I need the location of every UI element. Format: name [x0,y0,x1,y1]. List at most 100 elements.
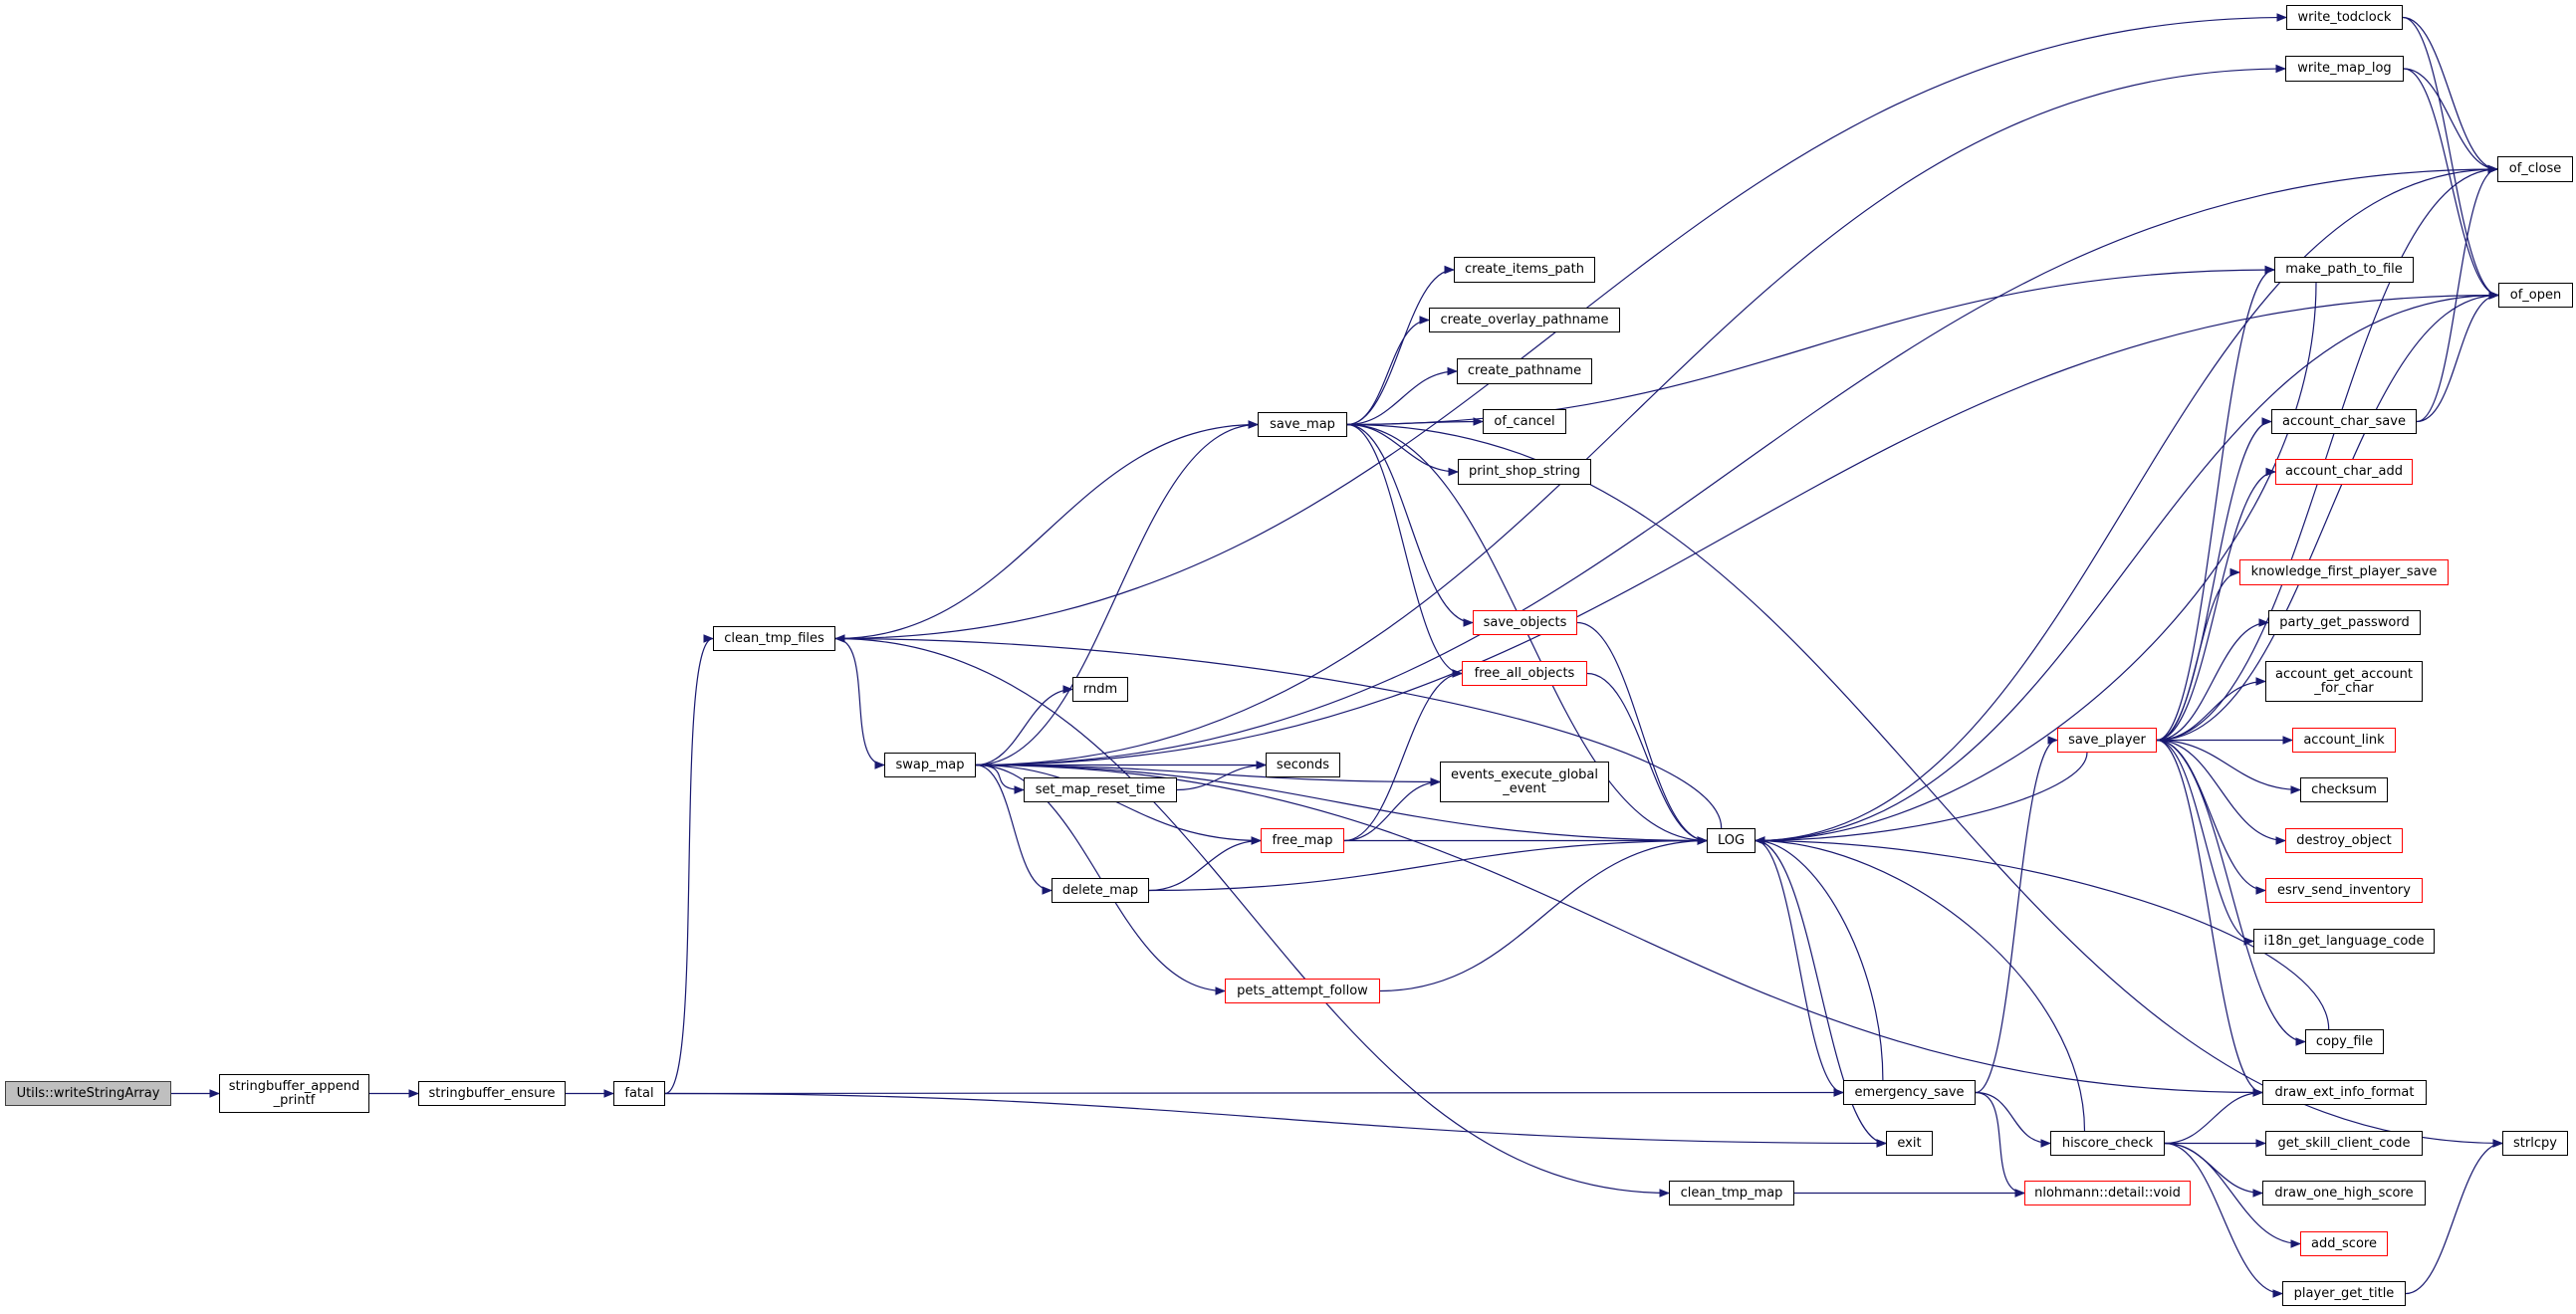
node-save-objects[interactable]: save_objects [1473,610,1577,635]
edge-save_player-to-of_close [2156,164,2499,742]
edge-fatal-to-exit [664,1092,1888,1148]
edge-copy_file-to-LOG [1754,836,2330,1030]
node-esrv-send-inventory[interactable]: esrv_send_inventory [2265,878,2423,903]
node-player-get-title[interactable]: player_get_title [2282,1281,2406,1306]
edge-save_objects-to-LOG [1576,621,1709,845]
edge-write_map_log-to-of_open [2403,68,2500,300]
edge-pets_attempt_follow-to-LOG [1379,836,1709,992]
node-free-all-objects[interactable]: free_all_objects [1462,661,1587,686]
edge-fatal-to-clean_tmp_files [664,634,715,1095]
node-draw-ext-info-format[interactable]: draw_ext_info_format [2262,1080,2427,1105]
edge-hiscore_check-to-player_get_title [2164,1142,2284,1298]
edge-save_player-to-i18n_get_language_code [2156,739,2255,946]
node-make-path-to-file[interactable]: make_path_to_file [2274,257,2414,283]
edge-save_map-to-create_overlay_pathname [1346,316,1431,426]
edge-LOG-to-exit [1755,839,1888,1148]
node-clean-tmp-files[interactable]: clean_tmp_files [713,626,835,651]
edge-emergency_save-to-nlohmann_void [1975,1091,2026,1198]
node-of-cancel[interactable]: of_cancel [1483,409,1566,434]
edge-account_char_save-to-of_open [2416,291,2500,423]
edge-emergency_save-to-save_player [1975,736,2059,1094]
node-save-map[interactable]: save_map [1258,412,1347,437]
edge-save_map-to-create_pathname [1346,366,1459,426]
node-write-todclock[interactable]: write_todclock [2286,5,2403,30]
node-rndm[interactable]: rndm [1072,677,1128,702]
edge-LOG-to-emergency_save [1755,839,1845,1097]
edge-LOG-to-clean_tmp_files [833,634,1723,829]
node-free-map[interactable]: free_map [1261,828,1344,853]
edge-save_player-to-account_char_add [2156,467,2277,742]
node-create-pathname[interactable]: create_pathname [1457,358,1592,384]
node-i18n-get-language-code[interactable]: i18n_get_language_code [2253,929,2435,954]
edge-hiscore_check-to-draw_ext_info_format [2164,1088,2264,1145]
node-account-char-add[interactable]: account_char_add [2275,459,2413,485]
edge-free_all_objects-to-LOG [1586,672,1709,845]
node-seconds[interactable]: seconds [1266,753,1340,777]
edge-save_player-to-party_get_password [2156,618,2270,742]
edge-save_player-to-checksum [2156,739,2302,794]
edge-hiscore_check-to-add_score [2164,1142,2302,1248]
node-fatal[interactable]: fatal [613,1081,665,1106]
edge-save_map-to-free_all_objects [1346,423,1464,678]
node-emergency-save[interactable]: emergency_save [1843,1080,1976,1105]
edge-swap_map-to-save_map [975,420,1260,766]
edge-save_map-to-create_items_path [1346,265,1456,426]
edge-save_player-to-destroy_object [2156,739,2287,845]
node-create-items-path[interactable]: create_items_path [1454,257,1595,283]
edge-player_get_title-to-strlcpy [2405,1139,2504,1295]
edge-write_todclock-to-of_open [2402,16,2500,300]
edge-make_path_to_file-to-LOG [1754,282,2317,845]
node-create-overlay-pathname[interactable]: create_overlay_pathname [1429,308,1620,332]
node-swap-map[interactable]: swap_map [884,753,976,777]
edge-free_map-to-free_all_objects [1343,669,1464,842]
edge-set_map_reset_time-to-seconds [1176,761,1268,791]
edge-swap_map-to-of_open [975,291,2500,766]
node-get-skill-client-code[interactable]: get_skill_client_code [2265,1131,2423,1156]
node-events-execute-global-event[interactable]: events_execute_global _event [1440,762,1609,802]
node-draw-one-high-score[interactable]: draw_one_high_score [2262,1181,2426,1205]
node-add-score[interactable]: add_score [2300,1231,2388,1256]
edge-save_player-to-draw_ext_info_format [2156,739,2264,1097]
node-delete-map[interactable]: delete_map [1052,878,1149,903]
edge-swap_map-to-write_map_log [975,64,2287,766]
edge-save_player-to-of_open [2156,291,2500,742]
node-save-player[interactable]: save_player [2057,728,2157,753]
node-copy-file[interactable]: copy_file [2305,1029,2384,1054]
node-print-shop-string[interactable]: print_shop_string [1458,459,1591,485]
node-party-get-password[interactable]: party_get_password [2268,610,2421,635]
node-clean-tmp-map[interactable]: clean_tmp_map [1669,1181,1794,1205]
node-log[interactable]: LOG [1707,828,1756,853]
edge-write_todclock-to-of_close [2402,16,2499,174]
node-account-char-save[interactable]: account_char_save [2271,409,2417,434]
edge-write_map_log-to-of_close [2403,68,2499,174]
edge-save_map-to-print_shop_string [1346,423,1460,477]
edge-clean_tmp_files-to-save_map [834,420,1260,640]
node-destroy-object[interactable]: destroy_object [2285,828,2403,853]
node-of-close[interactable]: of_close [2497,156,2573,182]
node-set-map-reset-time[interactable]: set_map_reset_time [1024,777,1177,802]
node-account-get-account-for-char[interactable]: account_get_account _for_char [2265,661,2423,702]
node-exit[interactable]: exit [1886,1131,1933,1156]
node-sb-append-printf[interactable]: stringbuffer_append _printf [219,1074,369,1113]
edge-swap_map-to-LOG [975,764,1709,845]
edge-free_map-to-events_execute_global_event [1343,777,1442,842]
node-write-map-log[interactable]: write_map_log [2285,56,2404,82]
node-knowledge-first-player-save[interactable]: knowledge_first_player_save [2239,559,2449,585]
node-hiscore-check[interactable]: hiscore_check [2050,1131,2165,1156]
node-writestringarray[interactable]: Utils::writeStringArray [5,1081,171,1106]
node-pets-attempt-follow[interactable]: pets_attempt_follow [1225,979,1380,1003]
node-strlcpy[interactable]: strlcpy [2502,1131,2568,1156]
edge-fatal-to-emergency_save [664,1088,1845,1097]
edge-swap_map-to-rndm [975,685,1074,766]
edge-save_map-to-save_objects [1346,423,1475,627]
node-checksum[interactable]: checksum [2300,777,2388,802]
edge-delete_map-to-free_map [1148,836,1263,892]
edge-swap_map-to-free_map [975,764,1263,845]
edge-save_map-to-of_cancel [1346,417,1485,426]
node-account-link[interactable]: account_link [2292,728,2396,753]
edge-save_player-to-esrv_send_inventory [2156,739,2267,895]
node-nlohmann-void[interactable]: nlohmann::detail::void [2024,1181,2191,1205]
node-sb-ensure[interactable]: stringbuffer_ensure [418,1081,566,1106]
node-of-open[interactable]: of_open [2498,283,2573,308]
